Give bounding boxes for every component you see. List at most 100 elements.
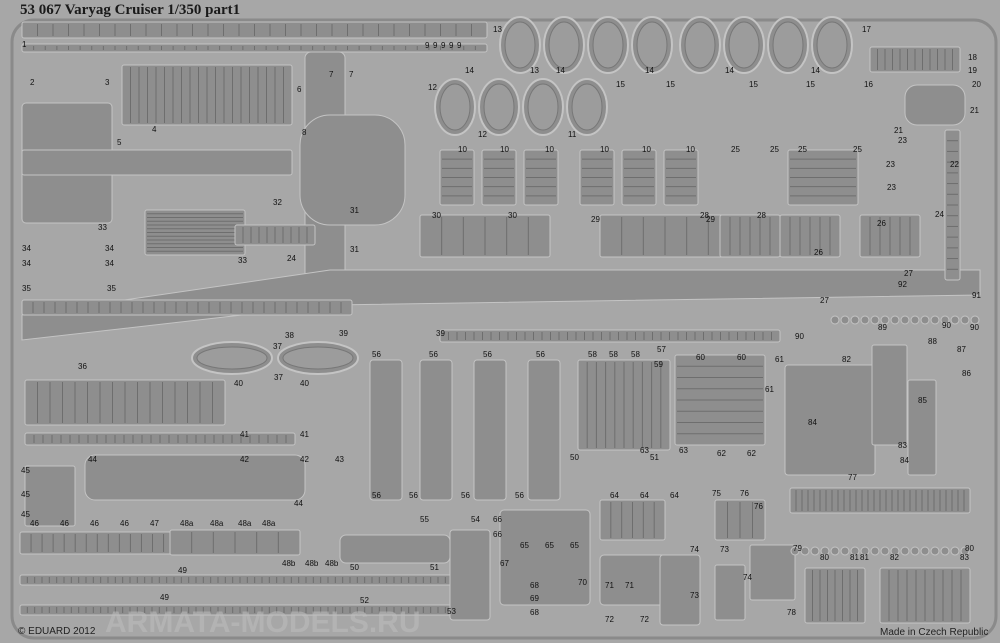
- part-number-label: 3: [105, 78, 110, 87]
- etched-part: [870, 315, 880, 325]
- watermark: ARMATA-MODELS.RU: [105, 606, 421, 639]
- part-number-label: 7: [349, 70, 354, 79]
- part-number-label: 77: [848, 473, 857, 482]
- part-number-label: 30: [432, 211, 441, 220]
- part-number-label: 9: [449, 41, 454, 50]
- part-number-label: 17: [862, 25, 871, 34]
- part-number-label: 63: [640, 446, 649, 455]
- part-number-label: 83: [898, 441, 907, 450]
- part-number-label: 19: [968, 66, 977, 75]
- part-number-label: 65: [520, 541, 529, 550]
- part-number-label: 46: [120, 519, 129, 528]
- part-number-label: 69: [530, 594, 539, 603]
- etched-part: [910, 315, 920, 325]
- etched-part: [907, 379, 937, 476]
- fret-frame: [10, 18, 998, 640]
- part-number-label: 82: [842, 355, 851, 364]
- part-number-label: 41: [240, 430, 249, 439]
- part-detail: [196, 346, 268, 370]
- part-number-label: 65: [570, 541, 579, 550]
- part-number-label: 64: [640, 491, 649, 500]
- part-number-label: 68: [530, 581, 539, 590]
- part-number-label: 73: [690, 591, 699, 600]
- etched-part: [21, 269, 981, 341]
- part-number-label: 46: [60, 519, 69, 528]
- part-number-label: 84: [808, 418, 817, 427]
- part-number-label: 74: [690, 545, 699, 554]
- etched-part: [449, 529, 491, 621]
- etched-part: [840, 546, 850, 556]
- origin-text: Made in Czech Republic: [880, 627, 989, 638]
- etched-part: [920, 315, 930, 325]
- part-number-label: 64: [670, 491, 679, 500]
- part-number-label: 45: [21, 510, 30, 519]
- part-number-label: 48a: [238, 519, 252, 528]
- part-number-label: 90: [970, 323, 979, 332]
- part-detail: [571, 83, 603, 131]
- part-number-label: 86: [962, 369, 971, 378]
- part-number-label: 90: [942, 321, 951, 330]
- part-number-label: 15: [616, 80, 625, 89]
- part-number-label: 50: [350, 563, 359, 572]
- part-number-label: 45: [21, 490, 30, 499]
- part-detail: [772, 21, 804, 69]
- part-detail: [483, 83, 515, 131]
- part-number-label: 84: [900, 456, 909, 465]
- part-number-label: 61: [775, 355, 784, 364]
- part-number-label: 13: [530, 66, 539, 75]
- part-number-label: 28: [700, 211, 709, 220]
- etched-part: [890, 315, 900, 325]
- part-number-label: 30: [508, 211, 517, 220]
- part-number-label: 56: [461, 491, 470, 500]
- part-number-label: 82: [890, 553, 899, 562]
- part-number-label: 20: [972, 80, 981, 89]
- etched-part: [860, 315, 870, 325]
- part-number-label: 57: [657, 345, 666, 354]
- part-number-label: 4: [152, 125, 157, 134]
- part-number-label: 24: [935, 210, 944, 219]
- part-number-label: 79: [793, 544, 802, 553]
- part-number-label: 10: [686, 145, 695, 154]
- part-number-label: 36: [78, 362, 87, 371]
- part-number-label: 72: [640, 615, 649, 624]
- part-number-label: 53: [447, 607, 456, 616]
- part-number-label: 44: [88, 455, 97, 464]
- part-number-label: 62: [747, 449, 756, 458]
- part-number-label: 83: [960, 553, 969, 562]
- etched-part: [950, 315, 960, 325]
- part-number-label: 65: [545, 541, 554, 550]
- part-number-label: 33: [98, 223, 107, 232]
- part-number-label: 48a: [180, 519, 194, 528]
- part-detail: [684, 21, 716, 69]
- part-number-label: 91: [972, 291, 981, 300]
- part-number-label: 48b: [325, 559, 339, 568]
- etched-part: [840, 315, 850, 325]
- part-number-label: 10: [545, 145, 554, 154]
- part-number-label: 68: [530, 608, 539, 617]
- part-detail: [504, 21, 536, 69]
- part-number-label: 31: [350, 206, 359, 215]
- part-number-label: 9: [433, 41, 438, 50]
- part-number-label: 13: [493, 25, 502, 34]
- part-number-label: 63: [679, 446, 688, 455]
- part-number-label: 21: [970, 106, 979, 115]
- etched-part: [880, 315, 890, 325]
- part-number-label: 42: [240, 455, 249, 464]
- part-number-label: 48b: [305, 559, 319, 568]
- etched-part: [850, 315, 860, 325]
- part-number-label: 34: [105, 259, 114, 268]
- etched-part: [871, 344, 908, 446]
- part-number-label: 45: [21, 466, 30, 475]
- part-number-label: 35: [107, 284, 116, 293]
- fret-title: 53 067 Varyag Cruiser 1/350 part1: [20, 2, 241, 18]
- part-number-label: 49: [160, 593, 169, 602]
- part-number-label: 52: [360, 596, 369, 605]
- etched-part: [369, 359, 403, 501]
- part-number-label: 23: [887, 183, 896, 192]
- part-number-label: 75: [712, 489, 721, 498]
- part-number-label: 90: [795, 332, 804, 341]
- etched-part: [880, 546, 890, 556]
- part-number-label: 80: [820, 553, 829, 562]
- part-number-label: 46: [90, 519, 99, 528]
